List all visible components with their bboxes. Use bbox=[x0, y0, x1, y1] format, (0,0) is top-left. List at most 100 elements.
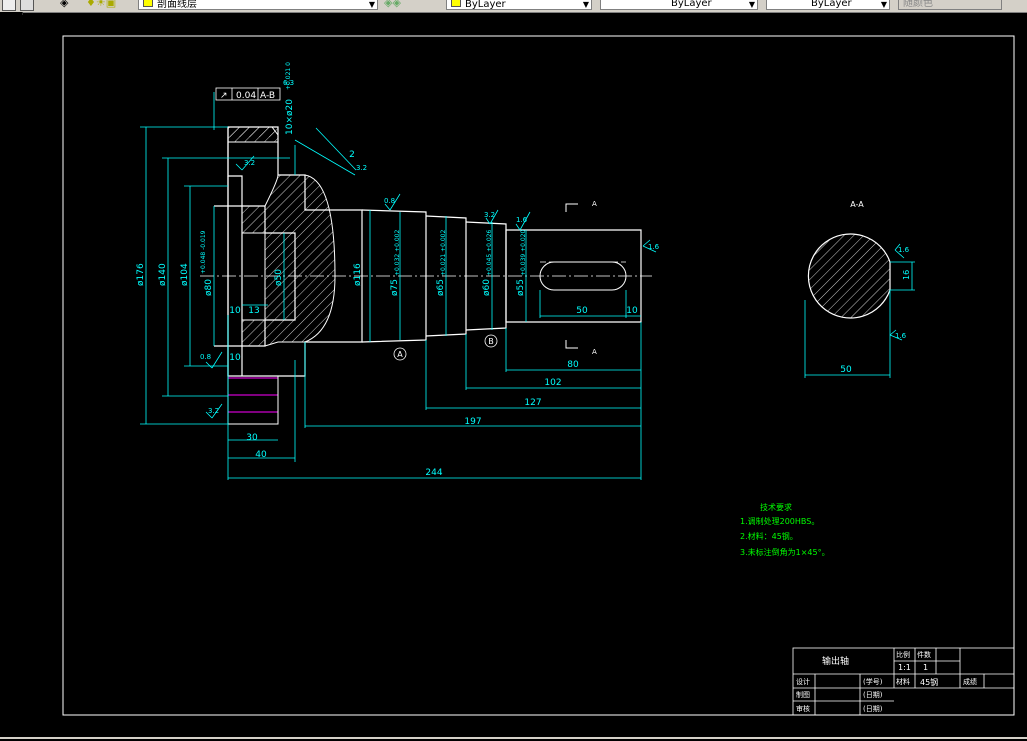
roughness-2: 1.6 bbox=[516, 216, 528, 224]
plotstyle-combo-value: 随颜色 bbox=[903, 0, 933, 9]
dim-len50: 50 bbox=[576, 306, 588, 316]
chevron-down-icon[interactable]: ▼ bbox=[368, 0, 375, 9]
tech-title: 技术要求 bbox=[760, 502, 792, 512]
color-combo[interactable]: ByLayer ▼ bbox=[446, 0, 592, 10]
dim-d60: ø60 bbox=[482, 279, 492, 296]
title-block bbox=[792, 647, 1015, 716]
datum-b: B bbox=[488, 337, 494, 346]
qty-label: 件数 bbox=[917, 650, 931, 659]
section-marker-bottom: A bbox=[592, 348, 597, 356]
linetype-combo[interactable]: ByLayer ▼ bbox=[600, 0, 758, 10]
tol-chamfer: +0.021 0 bbox=[285, 62, 292, 90]
dim-d55: ø55 bbox=[516, 279, 526, 296]
reviewer-label: 审核 bbox=[796, 704, 810, 713]
layer-combo-value: 剖面线层 bbox=[157, 0, 197, 10]
roughness-7: 1.6 bbox=[898, 246, 910, 254]
datum-a: A bbox=[397, 350, 403, 359]
roughness-6: 3.2 bbox=[244, 159, 255, 167]
title-block-text: 输出轴 比例 件数 1:1 1 设计 (学号) 材料 45钢 成绩 制图 (日期… bbox=[796, 650, 977, 713]
dim-d80: ø80 bbox=[204, 279, 214, 296]
dim-len13: 13 bbox=[248, 306, 259, 316]
drawer-label: 制图 bbox=[796, 690, 810, 699]
tech-item-2: 2.材料：45钢。 bbox=[740, 531, 798, 541]
bolt-hole bbox=[228, 377, 278, 413]
date-label-1: (日期) bbox=[863, 691, 883, 699]
hatch-section bbox=[241, 174, 336, 347]
section-cut-markers bbox=[565, 203, 578, 349]
roughness-9: 3.2 bbox=[356, 164, 367, 172]
dim-d104: ø104 bbox=[180, 263, 190, 286]
section-marker-top: A bbox=[592, 200, 597, 208]
dim-d140: ø140 bbox=[158, 263, 168, 286]
roughness-10: 6.3 bbox=[283, 79, 294, 87]
properties-toolbar: ◈ ♦☀▣ 剖面线层 ▼ ◈◈ ByLayer ▼ ByLayer ▼ ByLa… bbox=[0, 0, 1027, 13]
length-labels: 10 13 10 50 10 80 102 127 197 30 40 244 … bbox=[229, 150, 638, 478]
left-edge bbox=[0, 12, 23, 737]
dim-len40: 40 bbox=[255, 450, 267, 460]
roughness-4: 0.8 bbox=[200, 353, 211, 361]
chevron-down-icon[interactable]: ▼ bbox=[880, 0, 887, 9]
dim-len127: 127 bbox=[524, 398, 541, 408]
qty-value: 1 bbox=[923, 663, 928, 672]
dim-len80: 80 bbox=[567, 360, 579, 370]
tol-d60: +0.045 +0.026 bbox=[486, 230, 493, 276]
roughness-symbols bbox=[205, 155, 905, 419]
dimension-lines bbox=[140, 92, 642, 480]
tol-d55: +0.039 +0.020 bbox=[520, 230, 527, 276]
dim-d75: ø75 bbox=[390, 279, 400, 296]
datum-ref: A-B bbox=[260, 91, 275, 101]
roughness-8: 1.6 bbox=[895, 332, 907, 340]
layer-combo[interactable]: 剖面线层 ▼ bbox=[138, 0, 378, 10]
drawing-canvas[interactable]: ↗ 0.04 A-B ø176 ø140 ø104 ø80 ø50 ø116 ø… bbox=[22, 15, 1027, 737]
section-title: A-A bbox=[850, 200, 864, 209]
sheet-border bbox=[62, 35, 1015, 716]
part-name: 输出轴 bbox=[822, 655, 849, 667]
designer-label: 设计 bbox=[796, 677, 810, 686]
scale-value: 1:1 bbox=[898, 663, 911, 672]
tech-item-3: 3.未标注倒角为1×45°。 bbox=[740, 547, 830, 557]
geometric-tolerance-frame: ↗ 0.04 A-B bbox=[215, 87, 281, 101]
chevron-down-icon[interactable]: ▼ bbox=[582, 0, 589, 9]
tolerance-value: 0.04 bbox=[236, 91, 256, 101]
dim-len30: 30 bbox=[246, 433, 258, 443]
material-label: 材料 bbox=[896, 677, 910, 686]
roughness-3: 1.6 bbox=[648, 243, 660, 251]
chevron-down-icon[interactable]: ▼ bbox=[748, 0, 755, 9]
make-current-icon[interactable]: ◈◈ bbox=[384, 0, 401, 9]
dim-len10a: 10 bbox=[229, 306, 241, 316]
tolerance-labels: +0.048 -0.019 +0.032 +0.002 +0.021 +0.00… bbox=[200, 62, 527, 276]
hatch-tooth bbox=[227, 126, 279, 143]
grade-label: 成绩 bbox=[963, 677, 977, 686]
diameter-labels: ø176 ø140 ø104 ø80 ø50 ø116 ø75 ø65 ø60 … bbox=[136, 99, 526, 296]
dim-len102: 102 bbox=[544, 378, 561, 388]
material-value: 45钢 bbox=[920, 677, 938, 687]
dim-d176: ø176 bbox=[136, 263, 146, 286]
color-combo-value: ByLayer bbox=[465, 0, 506, 10]
roughness-1: 3.2 bbox=[484, 211, 495, 219]
tech-item-1: 1.调制处理200HBS。 bbox=[740, 516, 819, 526]
layer-manager-icon[interactable]: ◈ bbox=[60, 0, 69, 9]
lineweight-combo[interactable]: ByLayer ▼ bbox=[766, 0, 890, 10]
tech-requirements: 技术要求 1.调制处理200HBS。 2.材料：45钢。 3.未标注倒角为1×4… bbox=[740, 502, 830, 557]
student-label: (学号) bbox=[863, 677, 883, 686]
edge-note: 2 bbox=[349, 150, 355, 160]
dim-len10b: 10 bbox=[229, 353, 241, 363]
section-view: A-A 50 16 bbox=[804, 200, 915, 378]
linetype-combo-value: ByLayer bbox=[671, 0, 712, 9]
flatness-symbol: ↗ bbox=[220, 91, 228, 101]
tol-d80: +0.048 -0.019 bbox=[200, 230, 207, 274]
save-icon[interactable] bbox=[20, 0, 34, 11]
cad-drawing[interactable]: ↗ 0.04 A-B ø176 ø140 ø104 ø80 ø50 ø116 ø… bbox=[22, 15, 1027, 737]
tol-d65: +0.021 +0.002 bbox=[440, 230, 447, 276]
sec-width-50: 50 bbox=[840, 365, 852, 375]
window-icon[interactable] bbox=[2, 0, 16, 11]
dim-d65: ø65 bbox=[436, 279, 446, 296]
dim-len244: 244 bbox=[425, 468, 442, 478]
roughness-values: 0.8 3.2 1.6 1.6 0.8 3.2 3.2 1.6 1.6 3.2 … bbox=[200, 79, 910, 415]
keyway-slot bbox=[539, 261, 627, 291]
hole-outline bbox=[227, 375, 279, 425]
dim-len197: 197 bbox=[464, 417, 481, 427]
lineweight-combo-value: ByLayer bbox=[811, 0, 852, 9]
chamfer-note: 10×ø20 bbox=[285, 99, 295, 135]
roughness-0: 0.8 bbox=[384, 197, 395, 205]
